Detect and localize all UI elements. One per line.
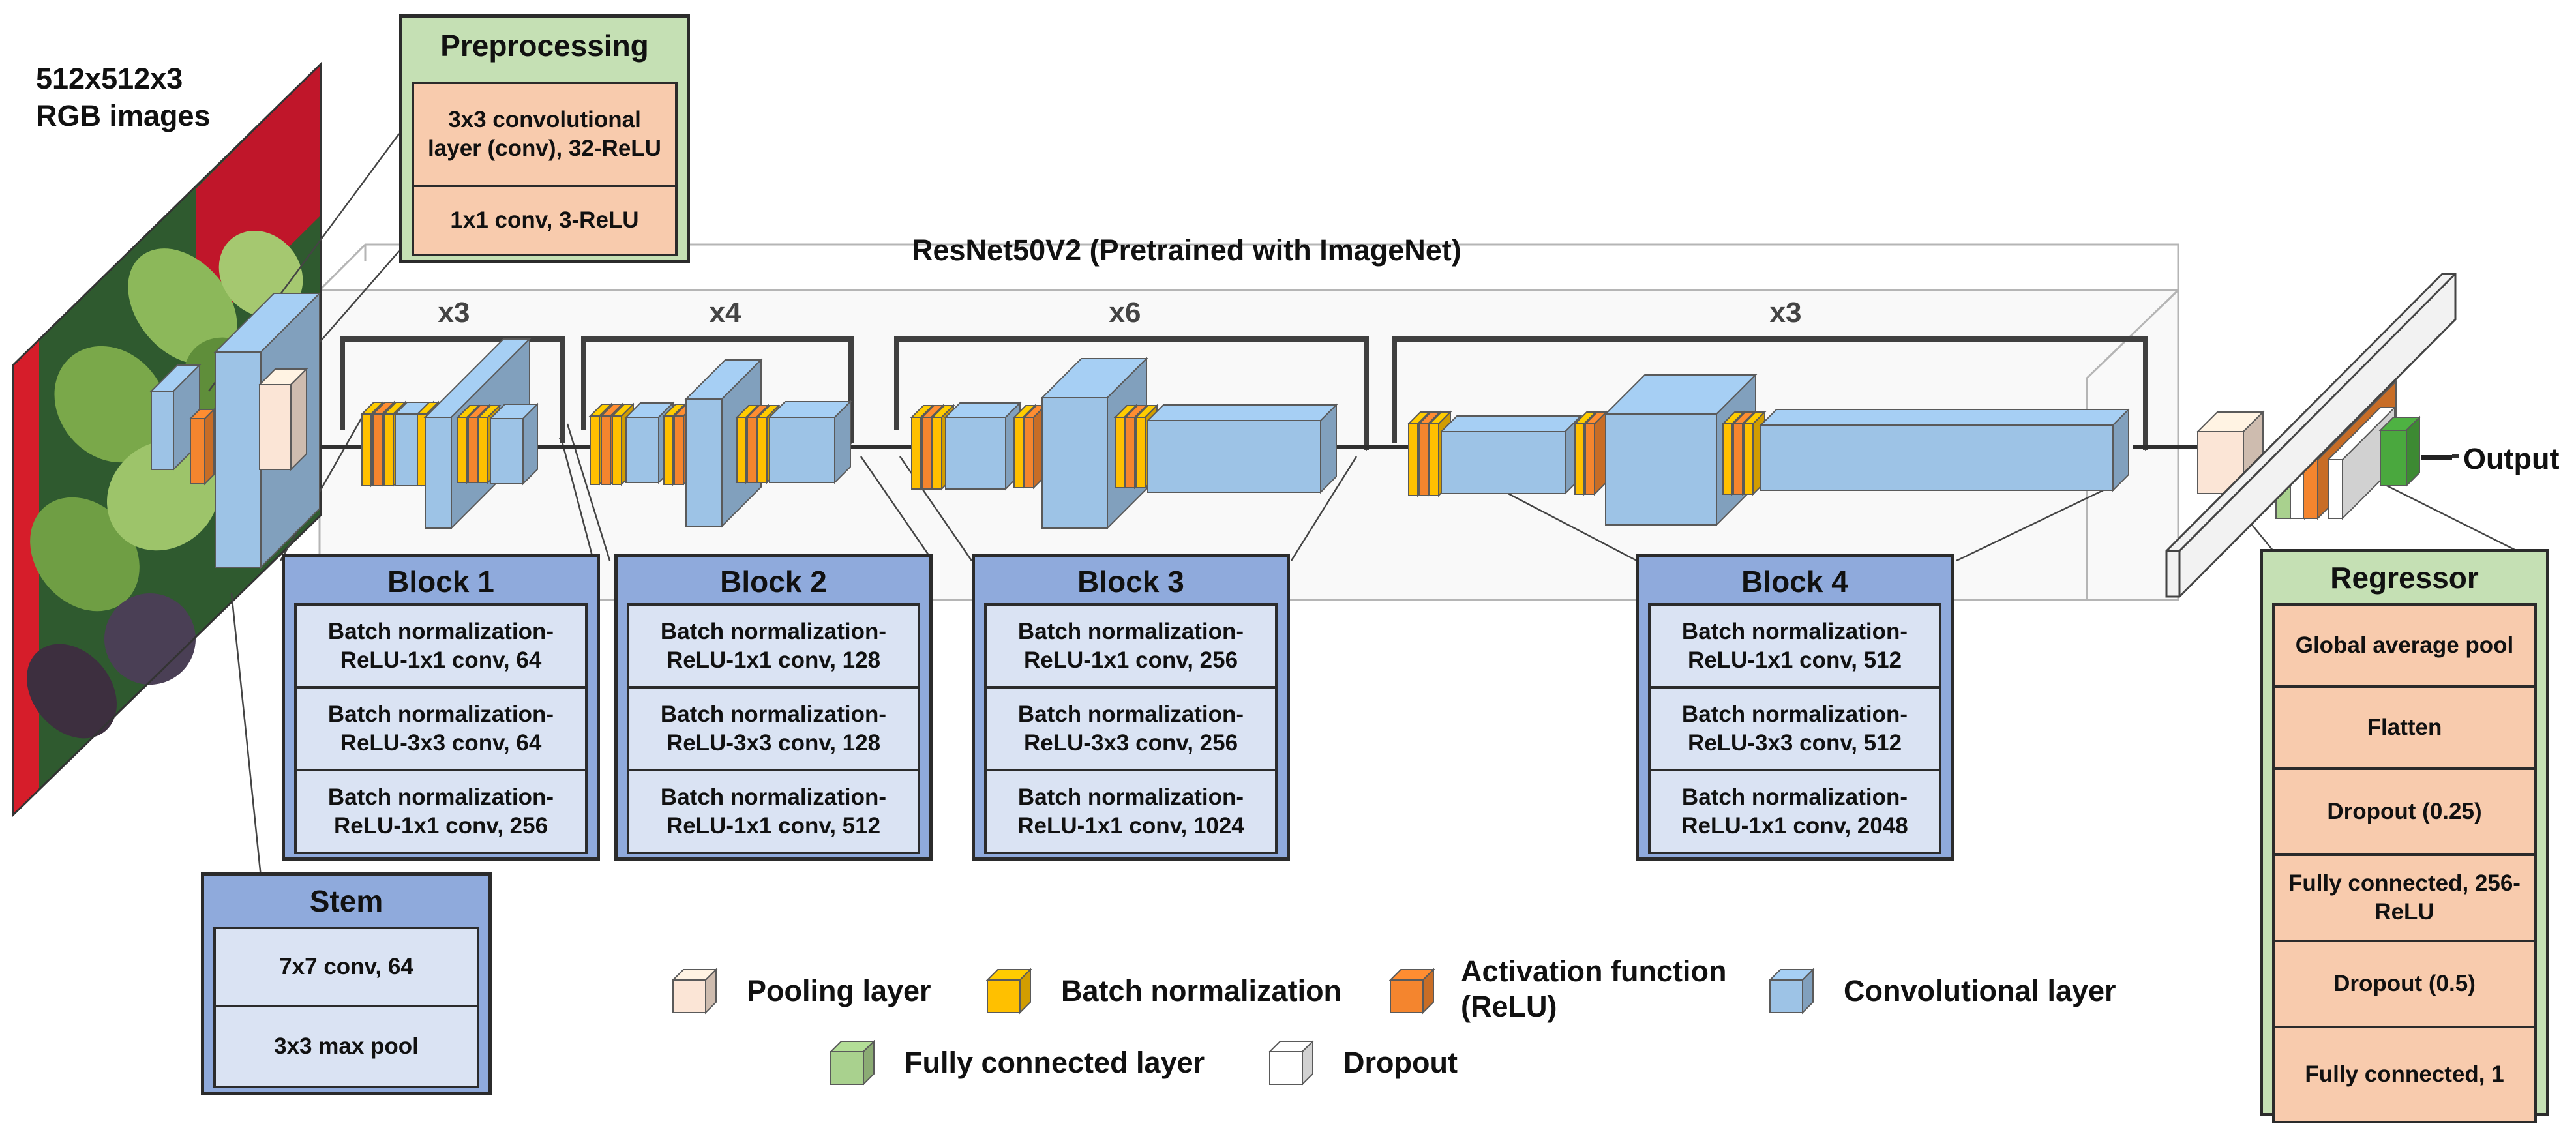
callout-lines xyxy=(207,133,2524,878)
block-3-layer-1: Batch normalization-ReLU-1x1 conv, 256 xyxy=(984,603,1278,689)
dropout-legend-icon xyxy=(1268,1040,1315,1086)
pooling-legend-cube xyxy=(672,968,718,1015)
block3-conv-cube xyxy=(944,401,1022,491)
stem-title: Stem xyxy=(309,884,383,918)
regressor-layer-6: Fully connected, 1 xyxy=(2272,1026,2537,1123)
activation-legend-icon xyxy=(1389,968,1435,1015)
repeat-label-block-1: x3 xyxy=(438,297,470,329)
block-2-layer-2: Batch normalization-ReLU-3x3 conv, 128 xyxy=(627,686,920,771)
regressor-slab xyxy=(2165,273,2457,598)
block1-conv1x1-cube xyxy=(488,402,539,486)
block-1-layer-1: Batch normalization-ReLU-1x1 conv, 64 xyxy=(294,603,588,689)
block3-conv1x1-cube xyxy=(1146,403,1338,494)
repeat-label-block-4: x3 xyxy=(1769,297,1802,329)
block-2-box: Block 2 Batch normalization-ReLU-1x1 conv… xyxy=(614,554,933,861)
preprocessing-box: Preprocessing 3x3 convolutional layer (c… xyxy=(399,14,690,263)
batchnorm-legend-icon xyxy=(986,968,1032,1015)
dropout-legend-label: Dropout xyxy=(1343,1046,1458,1079)
fc-legend-icon xyxy=(830,1040,876,1086)
dropout-legend-cube xyxy=(1268,1040,1315,1086)
fc-output-cube xyxy=(2378,415,2421,488)
stem-pool-cube xyxy=(258,367,308,471)
block2-conv1x1-cube xyxy=(768,400,852,484)
activation-legend-cube xyxy=(1389,968,1435,1015)
block-2-layer-3: Batch normalization-ReLU-1x1 conv, 512 xyxy=(627,769,920,854)
preprocessing-title: Preprocessing xyxy=(440,29,649,63)
conv-legend-label: Convolutional layer xyxy=(1844,974,2116,1007)
block-3-title: Block 3 xyxy=(1077,565,1184,599)
regressor-layer-1: Global average pool xyxy=(2272,603,2537,688)
batchnorm-legend-cube xyxy=(986,968,1032,1015)
block-1-box: Block 1 Batch normalization-ReLU-1x1 conv… xyxy=(282,554,600,861)
repeat-label-block-2: x4 xyxy=(709,297,741,329)
block-4-layer-1: Batch normalization-ReLU-1x1 conv, 512 xyxy=(1648,603,1941,689)
fc-legend-label: Fully connected layer xyxy=(905,1046,1205,1079)
stem-layer-2: 3x3 max pool xyxy=(213,1005,479,1088)
preprocessing-layer-1: 3x3 convolutional layer (conv), 32-ReLU xyxy=(412,82,678,187)
pooling-legend-label: Pooling layer xyxy=(747,974,931,1007)
block-3-layer-2: Batch normalization-ReLU-3x3 conv, 256 xyxy=(984,686,1278,771)
block-4-layer-2: Batch normalization-ReLU-3x3 conv, 512 xyxy=(1648,686,1941,771)
input-size-label: 512x512x3 xyxy=(36,62,183,95)
block4-layer-cube xyxy=(1583,410,1608,496)
stem-layer-1: 7x7 conv, 64 xyxy=(213,927,479,1007)
block-1-title: Block 1 xyxy=(387,565,494,599)
regressor-layer-3: Dropout (0.25) xyxy=(2272,767,2537,856)
conv-legend-cube xyxy=(1769,968,1815,1015)
regressor-layer-5: Dropout (0.5) xyxy=(2272,940,2537,1028)
batchnorm-legend-label: Batch normalization xyxy=(1061,974,1342,1007)
block-3-layer-3: Batch normalization-ReLU-1x1 conv, 1024 xyxy=(984,769,1278,854)
input-type-label: RGB images xyxy=(36,99,211,132)
block-4-layer-3: Batch normalization-ReLU-1x1 conv, 2048 xyxy=(1648,769,1941,854)
fc-legend-cube xyxy=(830,1040,876,1086)
repeat-label-block-3: x6 xyxy=(1109,297,1141,329)
stem-activation-cube xyxy=(188,408,216,486)
output-label: Output xyxy=(2463,442,2560,475)
regressor-title: Regressor xyxy=(2330,561,2479,595)
pooling-legend-icon xyxy=(672,968,718,1015)
regressor-layer-4: Fully connected, 256-ReLU xyxy=(2272,853,2537,942)
block-2-title: Block 2 xyxy=(720,565,827,599)
block-1-layer-2: Batch normalization-ReLU-3x3 conv, 64 xyxy=(294,686,588,771)
regressor-layer-2: Flatten xyxy=(2272,685,2537,770)
block-1-layer-3: Batch normalization-ReLU-1x1 conv, 256 xyxy=(294,769,588,854)
block-4-title: Block 4 xyxy=(1741,565,1848,599)
preprocessing-layer-2: 1x1 conv, 3-ReLU xyxy=(412,185,678,256)
conv-legend-icon xyxy=(1769,968,1815,1015)
skip-connections xyxy=(340,336,2149,451)
backbone-title: ResNet50V2 (Pretrained with ImageNet) xyxy=(912,233,1461,267)
stem-box: Stem 7x7 conv, 64 3x3 max pool xyxy=(201,872,492,1095)
block-4-box: Block 4 Batch normalization-ReLU-1x1 conv… xyxy=(1636,554,1954,861)
block4-conv1x1-cube xyxy=(1759,408,2131,492)
block-2-layer-1: Batch normalization-ReLU-1x1 conv, 128 xyxy=(627,603,920,689)
block-3-box: Block 3 Batch normalization-ReLU-1x1 conv… xyxy=(972,554,1290,861)
activation-legend-label: Activation function (ReLU) xyxy=(1461,955,1727,1023)
block4-conv-cube xyxy=(1439,414,1583,496)
